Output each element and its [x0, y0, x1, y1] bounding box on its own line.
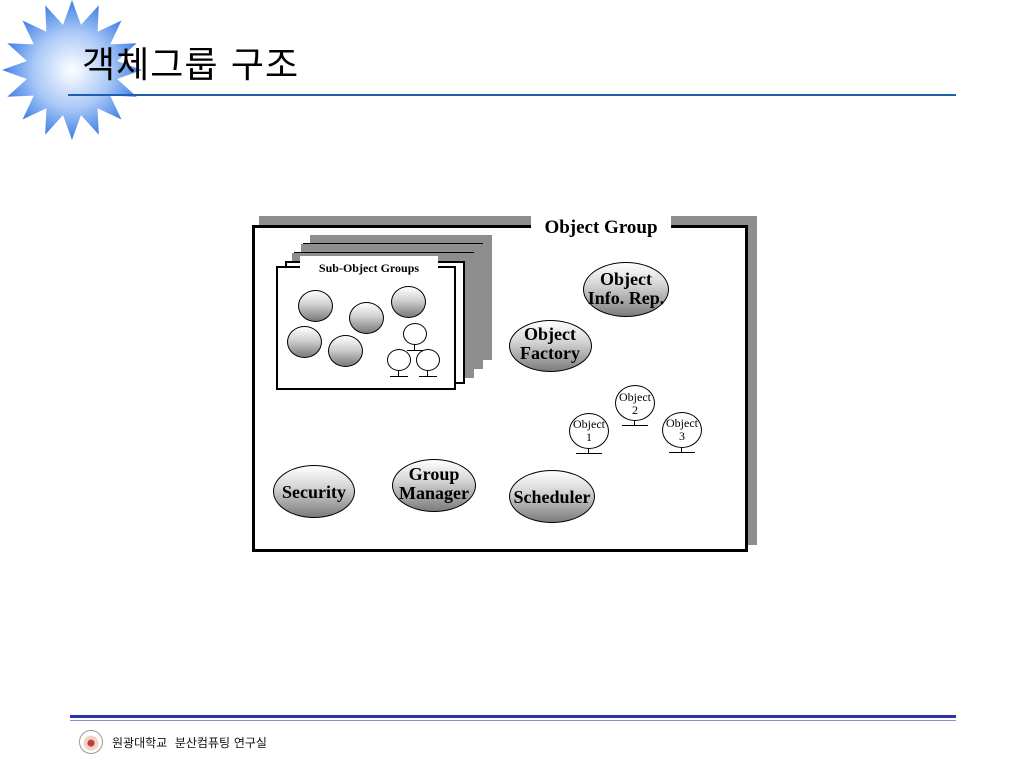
title-underline: [68, 94, 956, 96]
sub-group-object-node: [416, 349, 440, 371]
object-3-circle: [662, 412, 702, 448]
sub-group-ellipse: [328, 335, 363, 367]
footer-text: 원광대학교 분산컴퓨팅 연구실: [112, 736, 267, 750]
object-factory-ellipse: [509, 320, 592, 372]
starburst-decoration: [2, 0, 142, 140]
sub-group-object-stem: [398, 371, 399, 377]
group-manager-line-1: Group: [408, 464, 460, 484]
sub-group-object-stem: [427, 371, 428, 377]
sub-object-groups-label-background: [300, 256, 438, 278]
university-logo: [79, 730, 103, 754]
sub-group-object-node: [387, 349, 411, 371]
sub-group-object-stem: [414, 345, 415, 351]
object-2-number: 2: [632, 403, 638, 417]
object-1-base: [576, 453, 602, 454]
object-group-label-background: [531, 214, 671, 240]
object-factory-line-2: Factory: [520, 343, 580, 363]
scheduler-ellipse: [509, 470, 595, 523]
object-1-label: Object 1: [559, 418, 619, 444]
group-manager-ellipse: [392, 459, 476, 512]
starburst-shape: [2, 0, 142, 140]
object-info-rep-ellipse: [583, 262, 669, 317]
object-3-label: Object 3: [652, 417, 712, 443]
sub-group-ellipse: [287, 326, 322, 358]
object-1-name: Object: [573, 417, 605, 431]
sub-group-ellipse: [349, 302, 384, 334]
object-group-label: Object Group: [544, 217, 658, 238]
object-3-base: [669, 452, 695, 453]
security-label: Security: [282, 482, 346, 502]
object-1-circle: [569, 413, 609, 449]
object-factory-line-1: Object: [524, 324, 576, 344]
object-1-stem: [588, 449, 589, 454]
slide-title: 객체그룹 구조: [82, 45, 300, 86]
object-info-rep-label: Object Info. Rep.: [570, 270, 682, 308]
object-info-rep-line-1: Object: [600, 269, 652, 289]
object-factory-label: Object Factory: [500, 325, 600, 363]
object-info-rep-line-2: Info. Rep.: [587, 288, 665, 308]
object-2-circle: [615, 385, 655, 421]
object-2-base: [622, 425, 648, 426]
object-2-label: Object 2: [605, 391, 665, 417]
footer-rule: [70, 715, 956, 718]
object-2-name: Object: [619, 390, 651, 404]
footer-rule-thin: [70, 720, 956, 721]
scheduler-label: Scheduler: [513, 487, 591, 507]
object-3-number: 3: [679, 429, 685, 443]
sub-group-object-node: [403, 323, 427, 345]
object-2-stem: [634, 421, 635, 426]
object-3-name: Object: [666, 416, 698, 430]
group-manager-label: Group Manager: [384, 465, 484, 503]
security-ellipse: [273, 465, 355, 518]
object-1-number: 1: [586, 430, 592, 444]
sub-group-object-base: [390, 376, 408, 377]
object-3-stem: [681, 448, 682, 453]
sub-group-object-base: [419, 376, 437, 377]
sub-group-ellipse: [298, 290, 333, 322]
sub-group-ellipse: [391, 286, 426, 318]
group-manager-line-2: Manager: [399, 483, 469, 503]
sub-group-object-base: [407, 350, 423, 351]
sub-object-groups-label: Sub-Object Groups: [318, 261, 420, 275]
